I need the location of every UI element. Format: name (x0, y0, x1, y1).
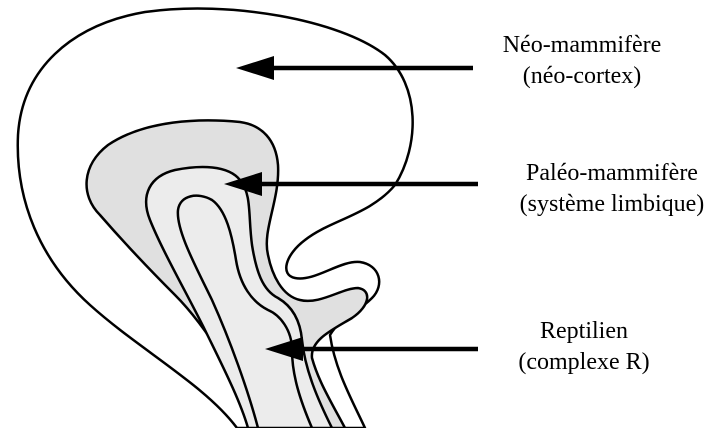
label-neo-detail: (néo-cortex) (492, 61, 672, 92)
label-reptilian: Reptilien (complexe R) (494, 316, 674, 378)
label-neo-name: Néo-mammifère (492, 30, 672, 61)
label-reptilian-name: Reptilien (494, 316, 674, 347)
label-reptilian-detail: (complexe R) (494, 347, 674, 378)
label-paleo-detail: (système limbique) (497, 189, 725, 220)
label-neo-mammalian: Néo-mammifère (néo-cortex) (492, 30, 672, 92)
label-paleo-name: Paléo-mammifère (497, 158, 725, 189)
label-paleo-mammalian: Paléo-mammifère (système limbique) (497, 158, 725, 220)
arrow-reptilian (265, 337, 478, 361)
